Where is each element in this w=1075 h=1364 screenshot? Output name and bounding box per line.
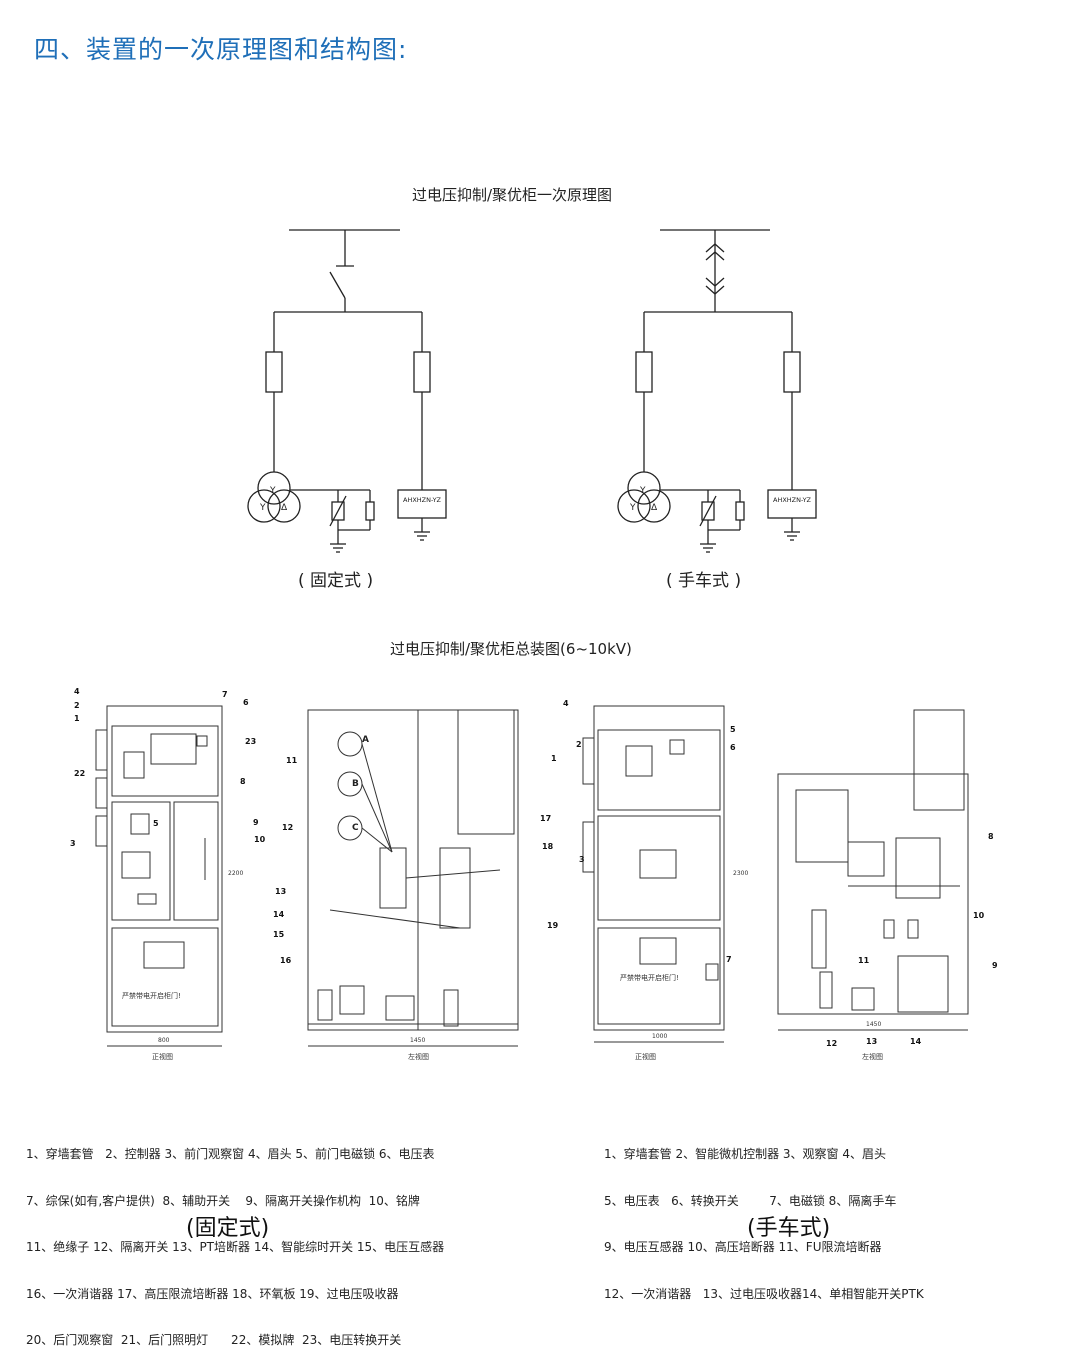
fixed-front-callout: 23 (245, 737, 256, 746)
handcart-side-callout: 11 (858, 956, 870, 965)
handcart-schematic-caption: ( 手车式 ) (666, 571, 742, 591)
fixed-side-caption: 左视图 (408, 1053, 429, 1061)
page-heading: 四、装置的一次原理图和结构图: (34, 35, 408, 64)
legend-fixed-line: 20、后门观察窗 21、后门照明灯 22、模拟牌 23、电压转换开关 (26, 1333, 402, 1347)
fixed-front-width: 800 (158, 1037, 170, 1044)
fixed-side-callout: 18 (542, 842, 554, 851)
fixed-front-callout: 3 (70, 839, 76, 848)
fixed-side-width: 1450 (410, 1037, 425, 1044)
handcart-schematic (617, 229, 817, 553)
fixed-side-view (307, 709, 519, 1047)
handcart-side-callout: 8 (988, 832, 994, 841)
handcart-side-callout: 13 (866, 1037, 877, 1046)
fixed-front-callout: 6 (243, 698, 249, 707)
handcart-front-callout: 5 (730, 725, 736, 734)
fixed-side-callout: 14 (273, 910, 285, 919)
legend-fixed-line: 1、穿墙套管 2、控制器 3、前门观察窗 4、眉头 5、前门电磁锁 6、电压表 (26, 1147, 435, 1161)
handcart-type-caption: (手车式) (747, 1216, 831, 1241)
svg-text:Y: Y (639, 486, 646, 496)
fixed-front-callout: 7 (222, 690, 228, 699)
handcart-side-width: 1450 (866, 1021, 881, 1028)
svg-text:Y: Y (259, 503, 266, 513)
handcart-side-callout: 14 (910, 1037, 922, 1046)
fixed-front-callout: 2 (74, 701, 80, 710)
handcart-front-view (582, 705, 725, 1043)
fixed-schematic-caption: ( 固定式 ) (298, 571, 374, 591)
legend-handcart-line: 1、穿墙套管 2、智能微机控制器 3、观察窗 4、眉头 (604, 1147, 886, 1161)
fixed-front-callout: 10 (254, 835, 266, 844)
handcart-height: 2300 (733, 870, 748, 877)
svg-text:Δ: Δ (651, 503, 658, 513)
schematic-title: 过电压抑制/聚优柜一次原理图 (412, 186, 613, 204)
legend-fixed-line: 11、绝缘子 12、隔离开关 13、PT培断器 14、智能综时开关 15、电压互… (26, 1240, 445, 1254)
fixed-side-callout: 12 (282, 823, 293, 832)
legend-fixed-line: 16、一次消谐器 17、高压限流培断器 18、环氧板 19、过电压吸收器 (26, 1286, 399, 1301)
fixed-side-callout: 16 (280, 956, 292, 965)
svg-text:Y: Y (629, 503, 636, 513)
phase-a-label: A (362, 735, 369, 745)
svg-text:Y: Y (269, 486, 276, 496)
fixed-front-callout: 5 (153, 819, 159, 828)
legend-handcart-line: 9、电压互感器 10、高压培断器 11、FU限流培断器 (604, 1240, 882, 1254)
handcart-front-width: 1000 (652, 1033, 667, 1040)
fixed-front-callout: 1 (74, 714, 80, 723)
fixed-side-callout: 19 (547, 921, 559, 930)
handcart-side-callout: 12 (826, 1039, 837, 1048)
handcart-door-notice: 严禁带电开启柜门! (620, 973, 679, 982)
phase-c-label: C (352, 823, 359, 833)
handcart-side-caption: 左视图 (862, 1053, 883, 1061)
device-label-handcart: AHXHZN-YZ (773, 496, 811, 504)
handcart-front-callout: 2 (576, 740, 582, 749)
fixed-side-callout: 11 (286, 756, 298, 765)
fixed-side-callout: 13 (275, 887, 286, 896)
handcart-side-callout: 10 (973, 911, 985, 920)
svg-text:Δ: Δ (281, 503, 288, 513)
handcart-front-callout: 6 (730, 743, 736, 752)
legend-handcart-line: 12、一次消谐器 13、过电压吸收器14、单相智能开关PTK (604, 1286, 924, 1301)
fixed-schematic (247, 229, 447, 553)
fixed-front-callout: 4 (74, 687, 80, 696)
handcart-front-callout: 7 (726, 955, 732, 964)
device-label-fixed: AHXHZN-YZ (403, 496, 441, 504)
handcart-front-callout: 3 (579, 855, 585, 864)
handcart-front-callout: 1 (551, 754, 557, 763)
phase-letters: A B C (352, 735, 369, 833)
handcart-front-callout: 4 (563, 699, 569, 708)
legend-handcart-line: 5、电压表 6、转换开关 7、电磁锁 8、隔离手车 (604, 1193, 897, 1208)
fixed-height: 2200 (228, 870, 243, 877)
fixed-front-callout: 8 (240, 777, 246, 786)
handcart-front-caption: 正视图 (635, 1053, 656, 1061)
phase-b-label: B (352, 779, 359, 789)
fixed-type-caption: (固定式) (186, 1216, 270, 1241)
fixed-front-callout: 22 (74, 769, 85, 778)
legend-handcart: 1、穿墙套管 2、智能微机控制器 3、观察窗 4、眉头 5、电压表 6、转换开关… (604, 1116, 924, 1318)
assembly-drawings: A B C 严禁带电开启柜门! 严禁带电开启柜门! 800 2200 1450 … (70, 687, 998, 1048)
fixed-side-callout: 17 (540, 814, 551, 823)
fixed-front-view (95, 705, 223, 1047)
fixed-side-callout: 15 (273, 930, 285, 939)
fixed-front-caption: 正视图 (152, 1053, 173, 1061)
handcart-side-view (777, 709, 969, 1031)
assembly-title: 过电压抑制/聚优柜总装图(6~10kV) (390, 640, 632, 658)
legend-fixed-line: 7、综保(如有,客户提供) 8、辅助开关 9、隔离开关操作机构 10、铭牌 (26, 1193, 420, 1208)
fixed-front-callout: 9 (253, 818, 259, 827)
fixed-door-notice: 严禁带电开启柜门! (122, 991, 181, 1000)
handcart-side-callout: 9 (992, 961, 998, 970)
